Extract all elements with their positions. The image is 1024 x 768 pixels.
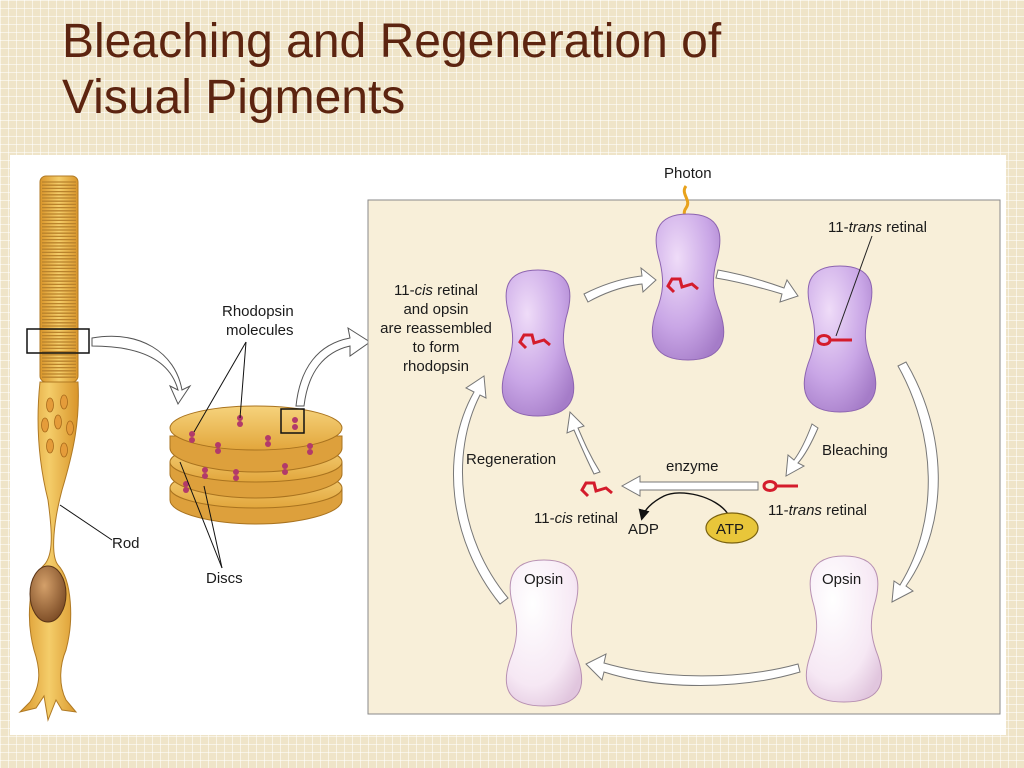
opsin-left: Opsin [505,559,583,707]
retinal-icon-trans [762,480,798,492]
trans-retinal-top-label: 11-trans retinal [828,219,927,236]
photon-label: Photon [664,165,712,182]
arrow-opsin-to-opsin [585,653,801,686]
slide-title-line-2: Visual Pigments [62,71,406,124]
rhodopsin-top [651,213,725,361]
opsin-right: Opsin [805,555,883,703]
rhodopsin-molecules-label-line-1: Rhodopsin [222,303,294,320]
zoom-arrow-disc-to-cycle [295,326,371,407]
disc-zoom-box [280,408,305,434]
rod-label-leader [59,504,113,541]
arrow-left-to-top [583,266,657,303]
rhodopsin-left [501,269,575,417]
reassembled-label-line-4: to form [413,339,460,356]
enzyme-conversion: enzyme ATP ADP [580,458,798,544]
enzyme-arrow [620,475,759,497]
atp-adp-curve [638,492,729,521]
discs-label: Discs [206,570,243,587]
trans-retinal-leader [835,235,873,337]
retinal-icon-cis [580,481,613,498]
slide-title-line-1: Bleaching and Regeneration of [62,15,722,68]
discs-leader-lines [179,461,223,569]
rod-disc-stripes [42,181,76,378]
atp-label: ATP [716,521,744,538]
reassembled-label-line-5: rhodopsin [403,358,469,375]
zoom-arrow-rod-to-discs [91,335,192,406]
mitochondria [41,394,74,458]
enzyme-label: enzyme [666,458,719,475]
arrow-right-to-opsin [891,361,939,603]
adp-label: ADP [628,521,659,538]
rhodopsin-molecules-label-line-2: molecules [226,322,294,339]
disc-top [169,405,343,473]
trans-retinal-label: 11-trans retinal [768,502,867,519]
arrow-opsin-to-left [453,375,509,605]
opsin-left-label: Opsin [524,571,563,588]
arrow-top-to-right [715,269,799,303]
rod-zoom-box [26,328,90,354]
rod-label: Rod [112,535,140,552]
reassembled-label-line-1: 11-cis retinal [394,282,478,299]
rhodopsin-molecules-on-discs [183,415,313,493]
reassembled-label-line-2: and opsin [403,301,468,318]
disc-stack: Rhodopsin molecules Discs [169,303,371,587]
cycle-arrows [453,266,939,686]
reassembled-label-line-3: are reassembled [380,320,492,337]
cis-retinal-label: 11-cis retinal [534,510,618,527]
slide-title: Bleaching and Regeneration of Visual Pig… [62,14,721,126]
retinal-icon-right [816,334,852,346]
regeneration-label: Regeneration [466,451,556,468]
opsin-right-label: Opsin [822,571,861,588]
reassembled-label: 11-cis retinal and opsin are reassembled… [380,282,492,375]
rhodopsin-right [803,235,877,413]
rhodopsin-leader-lines [193,341,247,433]
rod-nucleus [29,565,67,623]
atp-badge [705,512,759,544]
arrow-regeneration-up [566,410,601,475]
bleaching-label: Bleaching [822,442,888,459]
rod-cell: Rod [18,175,192,722]
arrow-bleaching-down [785,423,819,477]
rod-inner-segment [18,381,79,722]
retinal-icon-left [518,333,551,350]
retinal-icon-top [666,277,699,294]
